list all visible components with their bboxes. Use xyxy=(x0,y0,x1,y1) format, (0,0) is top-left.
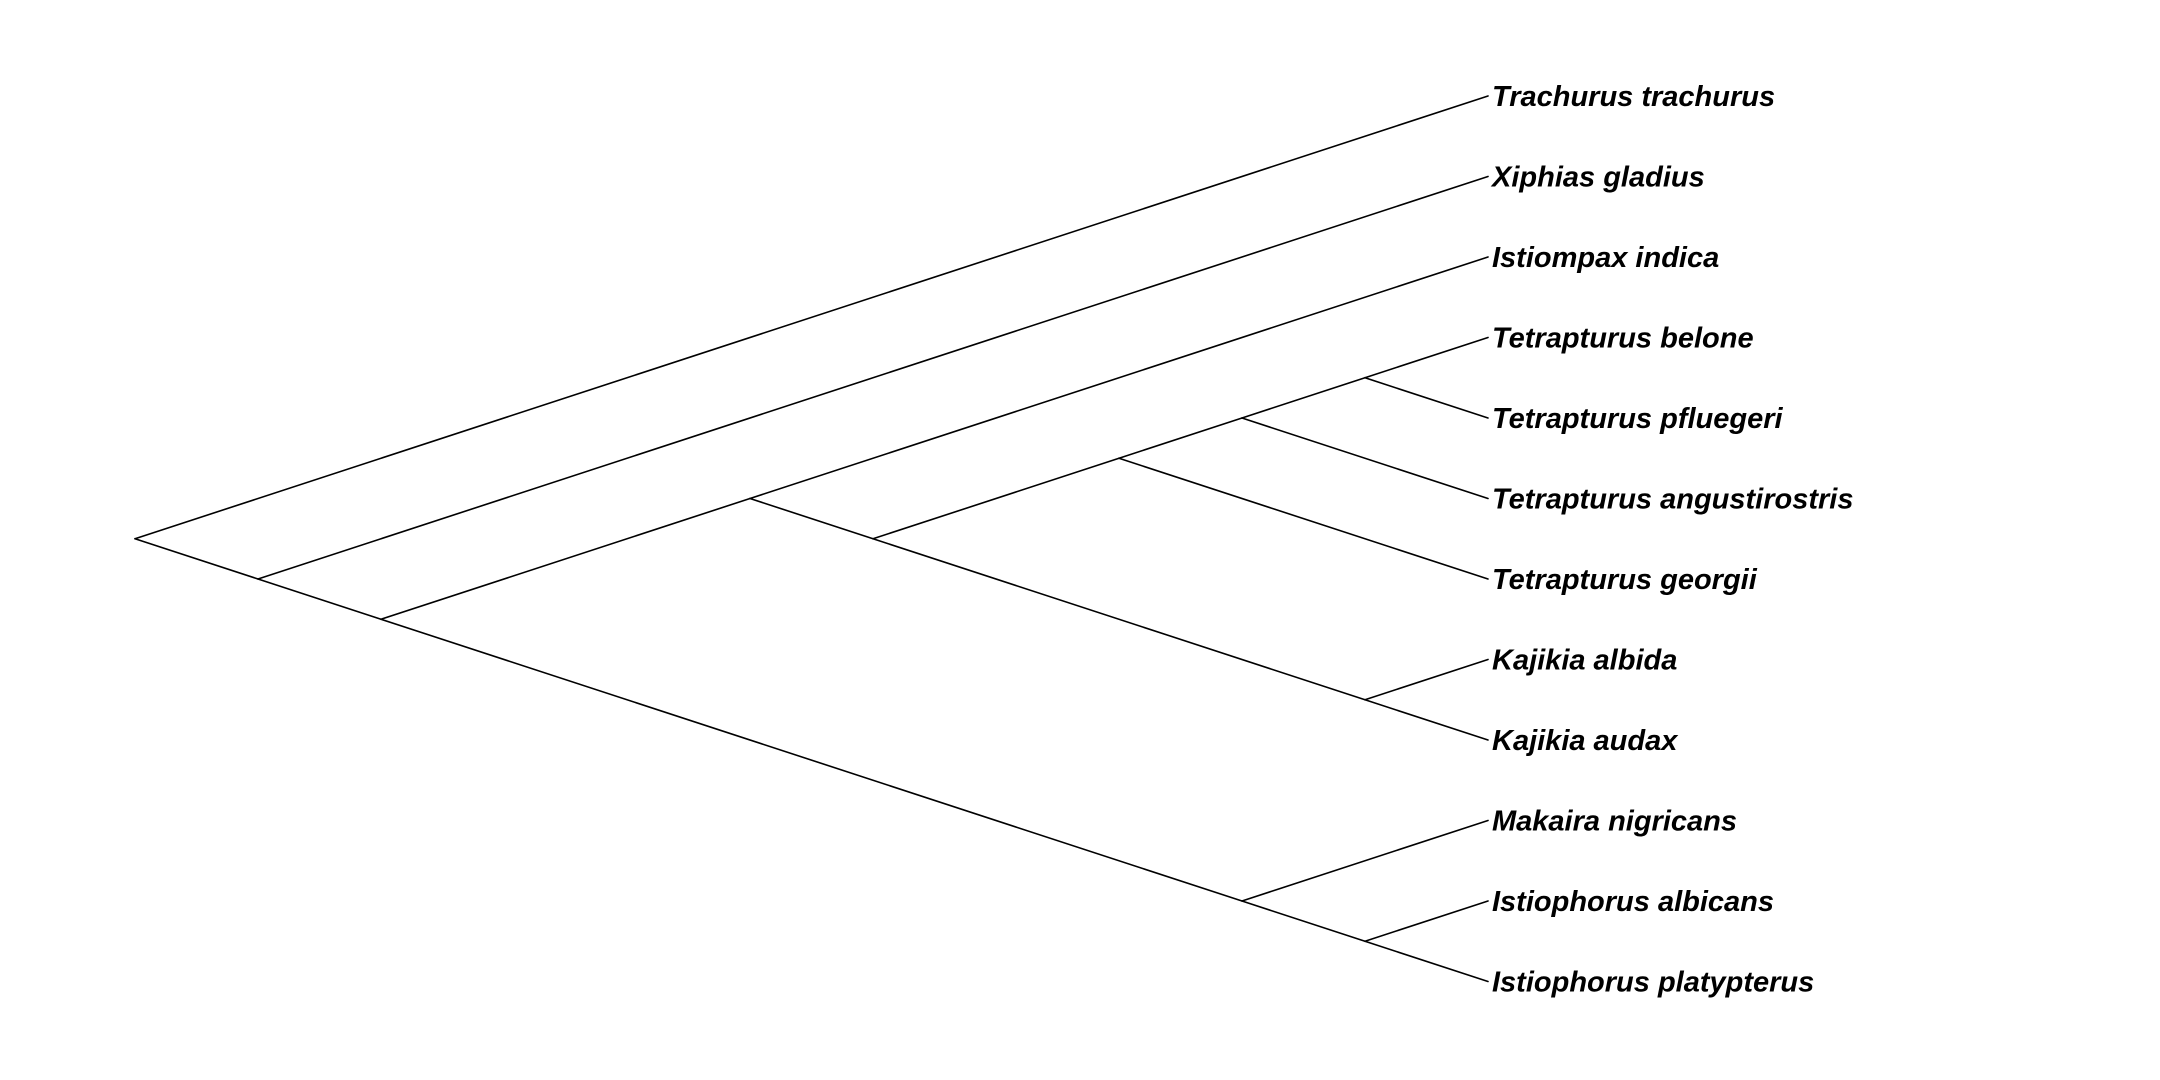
tip-label-tetrapturus-belone: Tetrapturus belone xyxy=(1492,323,1754,355)
branch-line-22 xyxy=(1364,940,1489,983)
branch-line-8 xyxy=(872,457,1120,540)
tip-label-trachurus-trachurus: Trachurus trachurus xyxy=(1492,81,1775,113)
branch-line-6 xyxy=(749,256,1489,500)
tip-label-istiophorus-platypterus: Istiophorus platypterus xyxy=(1492,967,1814,999)
branch-line-4 xyxy=(257,578,382,621)
branch-line-19 xyxy=(1241,819,1489,902)
branch-line-14 xyxy=(1118,457,1489,580)
branch-line-1 xyxy=(134,95,1489,540)
branch-line-11 xyxy=(1364,336,1489,379)
branch-line-12 xyxy=(1364,376,1489,419)
branch-line-10 xyxy=(1241,376,1366,419)
tip-label-istiompax-indica: Istiompax indica xyxy=(1492,242,1719,274)
tree-branches xyxy=(134,95,1489,983)
tip-label-kajikia-albida: Kajikia albida xyxy=(1492,645,1677,677)
tip-label-istiophorus-albicans: Istiophorus albicans xyxy=(1492,886,1774,918)
tip-label-tetrapturus-pfluegeri: Tetrapturus pfluegeri xyxy=(1492,403,1784,435)
branch-line-21 xyxy=(1364,900,1489,943)
branch-line-9 xyxy=(1118,417,1243,460)
tip-label-tetrapturus-angustirostris: Tetrapturus angustirostris xyxy=(1492,484,1853,516)
branch-line-16 xyxy=(1364,658,1489,701)
tip-label-xiphias-gladius: Xiphias gladius xyxy=(1490,162,1705,194)
branch-line-17 xyxy=(1364,698,1489,741)
branch-line-20 xyxy=(1241,900,1366,943)
branch-line-5 xyxy=(380,497,751,621)
branch-line-15 xyxy=(872,537,1366,701)
branch-line-13 xyxy=(1241,417,1489,500)
branch-line-18 xyxy=(380,618,1243,902)
tip-label-makaira-nigricans: Makaira nigricans xyxy=(1492,806,1737,838)
branch-line-2 xyxy=(134,537,259,580)
branch-line-7 xyxy=(749,497,874,540)
tip-labels: Trachurus trachurus Xiphias gladius Isti… xyxy=(1490,81,1853,999)
tip-label-kajikia-audax: Kajikia audax xyxy=(1492,725,1679,757)
tip-label-tetrapturus-georgii: Tetrapturus georgii xyxy=(1492,564,1758,596)
branch-line-3 xyxy=(257,175,1489,580)
